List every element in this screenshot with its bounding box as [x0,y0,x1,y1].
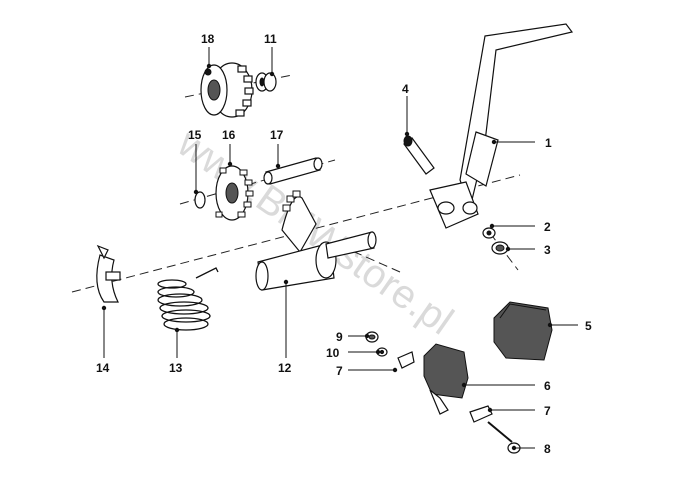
label-part-6[interactable]: 6 [544,379,551,393]
part-17-drawing[interactable] [263,157,323,185]
part-12-drawing[interactable] [255,190,377,291]
part-labels: 1 2 3 4 5 6 7 7 8 9 10 11 12 13 14 15 16… [96,32,592,456]
part-7b-drawing[interactable] [469,405,493,423]
label-part-16[interactable]: 16 [222,128,236,142]
label-part-7-upper[interactable]: 7 [336,364,343,378]
label-part-1[interactable]: 1 [545,136,552,150]
label-part-18[interactable]: 18 [201,32,215,46]
part-9-drawing[interactable] [365,331,379,343]
label-part-7-lower[interactable]: 7 [544,404,551,418]
label-part-15[interactable]: 15 [188,128,202,142]
label-part-12[interactable]: 12 [278,361,292,375]
label-part-13[interactable]: 13 [169,361,183,375]
part-4-drawing[interactable] [403,135,435,175]
label-part-2[interactable]: 2 [544,220,551,234]
label-part-9[interactable]: 9 [336,330,343,344]
label-part-4[interactable]: 4 [402,82,409,96]
label-part-8[interactable]: 8 [544,442,551,456]
part-2-drawing[interactable] [482,227,496,239]
label-part-14[interactable]: 14 [96,361,110,375]
part-3-drawing[interactable] [491,241,509,255]
part-18-drawing[interactable] [200,62,254,118]
label-part-5[interactable]: 5 [585,319,592,333]
label-part-17[interactable]: 17 [270,128,284,142]
leader-lines [101,47,578,451]
label-part-11[interactable]: 11 [264,32,277,46]
label-part-10[interactable]: 10 [326,346,340,360]
part-13-drawing[interactable] [157,267,219,331]
part-5-drawing[interactable] [493,301,553,361]
part-14-drawing[interactable] [96,244,121,303]
part-16-drawing[interactable] [215,165,254,221]
part-1-drawing[interactable] [429,23,574,229]
part-15-drawing[interactable] [194,191,206,209]
part-6-drawing[interactable] [423,343,469,415]
part-11-drawing[interactable] [255,72,277,92]
part-7a-drawing[interactable] [397,351,415,369]
label-part-3[interactable]: 3 [544,243,551,257]
